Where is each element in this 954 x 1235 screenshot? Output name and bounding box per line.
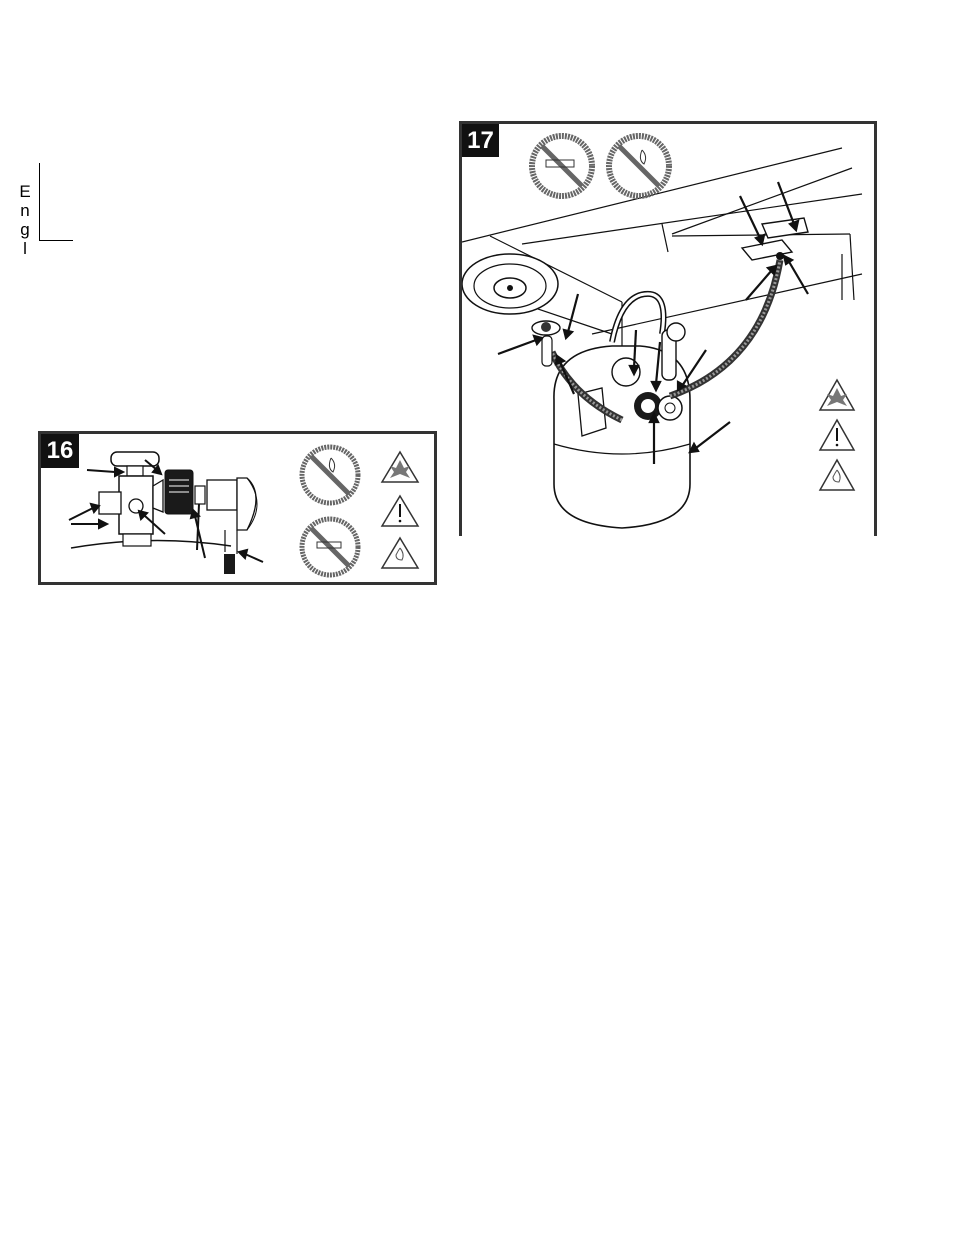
burner-grate-shape bbox=[462, 254, 558, 314]
fire-warning-icon-2 bbox=[820, 460, 854, 490]
figure-16-illustration bbox=[41, 434, 434, 582]
caution-warning-icon-2 bbox=[820, 420, 854, 450]
figure-17-number: 17 bbox=[462, 124, 499, 157]
explosion-warning-icon bbox=[382, 452, 418, 482]
figure-16: 16 bbox=[38, 431, 437, 585]
figure-17-illustration bbox=[462, 124, 874, 536]
no-smoking-sign-icon-3 bbox=[532, 136, 592, 196]
no-smoking-sign-icon-4 bbox=[609, 136, 669, 196]
language-tab: E n g l bbox=[18, 182, 32, 258]
language-letter-3: g bbox=[18, 220, 32, 239]
figure-16-number: 16 bbox=[41, 434, 79, 468]
fire-warning-icon bbox=[382, 538, 418, 568]
caution-warning-icon bbox=[382, 496, 418, 526]
handwheel-shape bbox=[111, 452, 159, 466]
language-letter-4: l bbox=[18, 239, 32, 258]
language-letter-1: E bbox=[18, 182, 32, 201]
language-letter-2: n bbox=[18, 201, 32, 220]
no-smoking-sign-icon-2 bbox=[302, 519, 358, 575]
explosion-warning-icon-2 bbox=[820, 380, 854, 410]
figure-17: 17 bbox=[459, 121, 877, 536]
language-tab-bracket-foot bbox=[39, 240, 73, 241]
no-smoking-sign-icon-1 bbox=[302, 447, 358, 503]
language-tab-bracket bbox=[39, 163, 40, 241]
